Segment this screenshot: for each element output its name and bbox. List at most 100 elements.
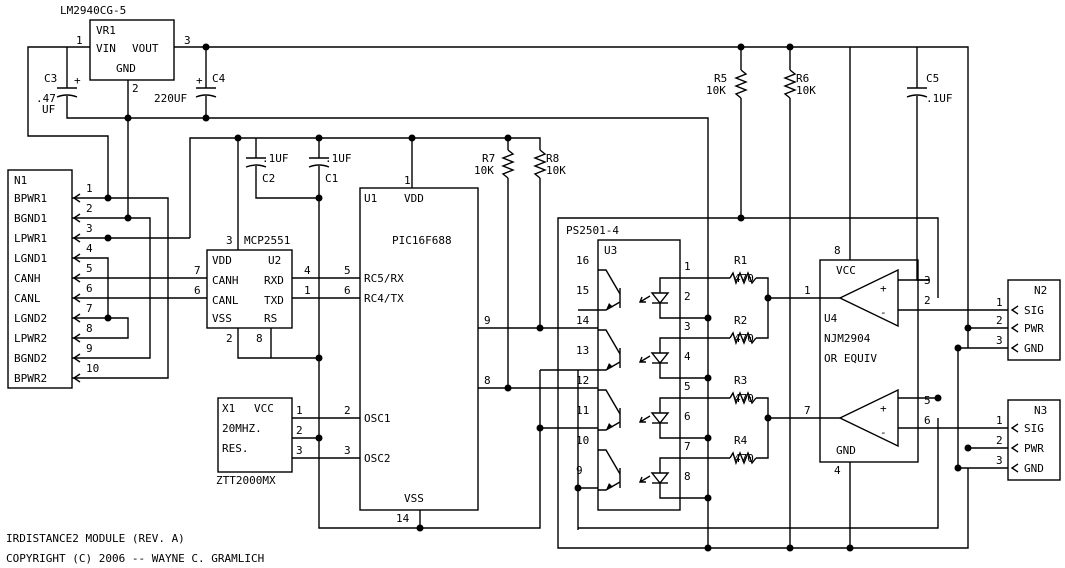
schematic-title: IRDISTANCE2 MODULE (REV. A)	[6, 532, 185, 545]
u1-pin1: 1	[404, 174, 411, 187]
x1-part: ZTT2000MX	[216, 474, 276, 487]
u3-left-pin-number: 15	[576, 284, 589, 297]
n1-pin-label: LGND2	[14, 312, 47, 325]
u1-pin9: 9	[484, 314, 491, 327]
n1-pin-arrow	[72, 273, 81, 283]
c4-ref: C4	[212, 72, 226, 85]
u3-right-pin-number: 3	[684, 320, 691, 333]
u3-right-pin-number: 8	[684, 470, 691, 483]
x1-freq: 20MHZ.	[222, 422, 262, 435]
resistor-r2: R2 470	[729, 314, 757, 346]
led-icon	[650, 412, 670, 425]
led-icon	[650, 352, 670, 365]
vr1-part-label: LM2940CG-5	[60, 4, 126, 17]
ic-u1-pic16f688: U1 VDD 1 PIC16F688 RC5/RX RC4/TX 5 6 9 8…	[344, 174, 491, 525]
vr1-vin-label: VIN	[96, 42, 116, 55]
resonator-x1: X1 VCC 20MHZ. RES. ZTT2000MX 1 2 3	[216, 397, 303, 487]
capacitor-c2: .1UF C2	[245, 152, 289, 185]
n1-pin-number: 3	[86, 222, 93, 235]
capacitor-c1: .1UF C1	[308, 152, 352, 185]
u4-or-equiv: OR EQUIV	[824, 352, 877, 365]
u3-ref: U3	[604, 244, 617, 257]
c3-plus: +	[74, 74, 81, 87]
u4a-plus: +	[880, 282, 887, 295]
u3-right-pin-number: 6	[684, 410, 691, 423]
u4-gnd: GND	[836, 444, 856, 457]
r7-value: 10K	[474, 164, 494, 177]
u1-part: PIC16F688	[392, 234, 452, 247]
connector-n2: N2 SIG PWR GND 1 2 3	[996, 279, 1061, 361]
vr1-ref-label: VR1	[96, 24, 116, 37]
u2-pin1: 1	[304, 284, 311, 297]
n1-pin-number: 6	[86, 282, 93, 295]
n2-pin2: 2	[996, 314, 1003, 327]
x1-vcc: VCC	[254, 402, 274, 415]
capacitor-c4: + C4 220UF	[154, 72, 226, 105]
n1-pin-number: 4	[86, 242, 93, 255]
c1-ref: C1	[325, 172, 338, 185]
u2-rs: RS	[264, 312, 277, 325]
n2-sig: SIG	[1024, 304, 1044, 317]
n3-pin3: 3	[996, 454, 1003, 467]
u2-pin4: 4	[304, 264, 311, 277]
u1-pin8: 8	[484, 374, 491, 387]
u1-pin3: 3	[344, 444, 351, 457]
u3-right-pin-number: 2	[684, 290, 691, 303]
u3-left-pin-number: 11	[576, 404, 589, 417]
u1-rc4: RC4/TX	[364, 292, 404, 305]
n2-pin1: 1	[996, 296, 1003, 309]
r5-value: 10K	[706, 84, 726, 97]
vr1-pin3: 3	[184, 34, 191, 47]
resistor-r8: R8 10K	[533, 149, 566, 179]
x1-pin2: 2	[296, 424, 303, 437]
n1-pin-label: BGND1	[14, 212, 47, 225]
u4-pin7: 7	[804, 404, 811, 417]
c5-ref: C5	[926, 72, 939, 85]
u4-part: NJM2904	[824, 332, 871, 345]
u4-pin3: 3	[924, 274, 931, 287]
c3-value-1: .47	[36, 92, 56, 105]
n3-sig: SIG	[1024, 422, 1044, 435]
n1-pin-arrow	[72, 193, 81, 203]
u1-vss: VSS	[404, 492, 424, 505]
u4-pin6: 6	[924, 414, 931, 427]
led-icon	[650, 292, 670, 305]
r3-value: 470	[734, 392, 754, 405]
opto-channel	[598, 269, 680, 319]
n1-pin-list: BPWR11BGND12LPWR13LGND14CANH5CANL6LGND27…	[14, 182, 99, 385]
u3-part: PS2501-4	[566, 224, 619, 237]
u2-pin2: 2	[226, 332, 233, 345]
r2-ref: R2	[734, 314, 747, 327]
u2-rxd: RXD	[264, 274, 284, 287]
u2-pin8: 8	[256, 332, 263, 345]
n3-pwr: PWR	[1024, 442, 1044, 455]
n3-ref: N3	[1034, 404, 1047, 417]
n1-pin-number: 7	[86, 302, 93, 315]
n1-pin-arrow	[72, 213, 81, 223]
connector-n1: N1 BPWR11BGND12LPWR13LGND14CANH5CANL6LGN…	[7, 169, 99, 389]
n2-ref: N2	[1034, 284, 1047, 297]
n3-pin1: 1	[996, 414, 1003, 427]
resistor-r5: R5 10K	[706, 69, 748, 99]
n1-pin-label: CANL	[14, 292, 41, 305]
n1-pin-label: BPWR1	[14, 192, 47, 205]
u4-pin8: 8	[834, 244, 841, 257]
u1-ref: U1	[364, 192, 377, 205]
junction-dots	[104, 43, 972, 552]
vr1-pin2: 2	[132, 82, 139, 95]
n1-pin-number: 8	[86, 322, 93, 335]
x1-pin1: 1	[296, 404, 303, 417]
c2-ref: C2	[262, 172, 275, 185]
u4-pin4: 4	[834, 464, 841, 477]
u2-canh: CANH	[212, 274, 239, 287]
schematic-copyright: COPYRIGHT (C) 2006 -- WAYNE C. GRAMLICH	[6, 552, 264, 565]
vr1-pin1: 1	[76, 34, 83, 47]
c3-ref: C3	[44, 72, 57, 85]
u2-pin3: 3	[226, 234, 233, 247]
u1-pin5: 5	[344, 264, 351, 277]
n1-pin-arrow	[72, 353, 81, 363]
n1-pin-number: 5	[86, 262, 93, 275]
u4-pin1: 1	[804, 284, 811, 297]
